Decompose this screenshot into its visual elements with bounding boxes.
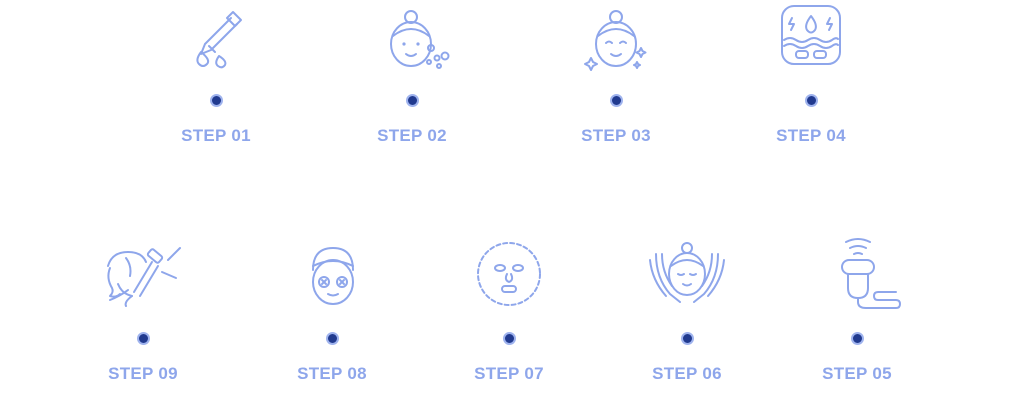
step-marker-dot [681, 332, 694, 345]
step-label: STEP 07 [474, 364, 544, 383]
step-marker-dot [503, 332, 516, 345]
water-box-icon [781, 5, 841, 65]
dropper-icon [196, 11, 242, 69]
step-marker-dot [805, 94, 818, 107]
step-marker-dot [210, 94, 223, 107]
step-marker-dot [326, 332, 339, 345]
step-02: STEP 02 [352, 8, 472, 148]
face-sparkle-icon [584, 10, 647, 71]
face-massage-icon [649, 242, 725, 303]
step-label: STEP 04 [776, 126, 846, 145]
face-bubbles-icon [390, 10, 450, 69]
step-label: STEP 08 [297, 364, 367, 383]
cucumber-eyes-icon [312, 247, 354, 305]
step-label: STEP 01 [181, 126, 251, 145]
step-marker-dot [610, 94, 623, 107]
step-04: STEP 04 [751, 5, 871, 148]
step-label: STEP 06 [652, 364, 722, 383]
step-06: STEP 06 [627, 242, 747, 386]
step-07: STEP 07 [449, 242, 569, 386]
device-icon [841, 238, 901, 309]
step-marker-dot [851, 332, 864, 345]
step-label: STEP 09 [108, 364, 178, 383]
step-label: STEP 05 [822, 364, 892, 383]
step-01: STEP 01 [156, 8, 276, 148]
step-09: STEP 09 [83, 246, 203, 386]
step-05: STEP 05 [797, 238, 917, 386]
sheet-mask-icon [477, 242, 541, 306]
step-label: STEP 03 [581, 126, 651, 145]
face-roller-icon [107, 247, 181, 307]
step-08: STEP 08 [272, 246, 392, 386]
step-03: STEP 03 [556, 8, 676, 148]
step-marker-dot [406, 94, 419, 107]
step-label: STEP 02 [377, 126, 447, 145]
step-marker-dot [137, 332, 150, 345]
